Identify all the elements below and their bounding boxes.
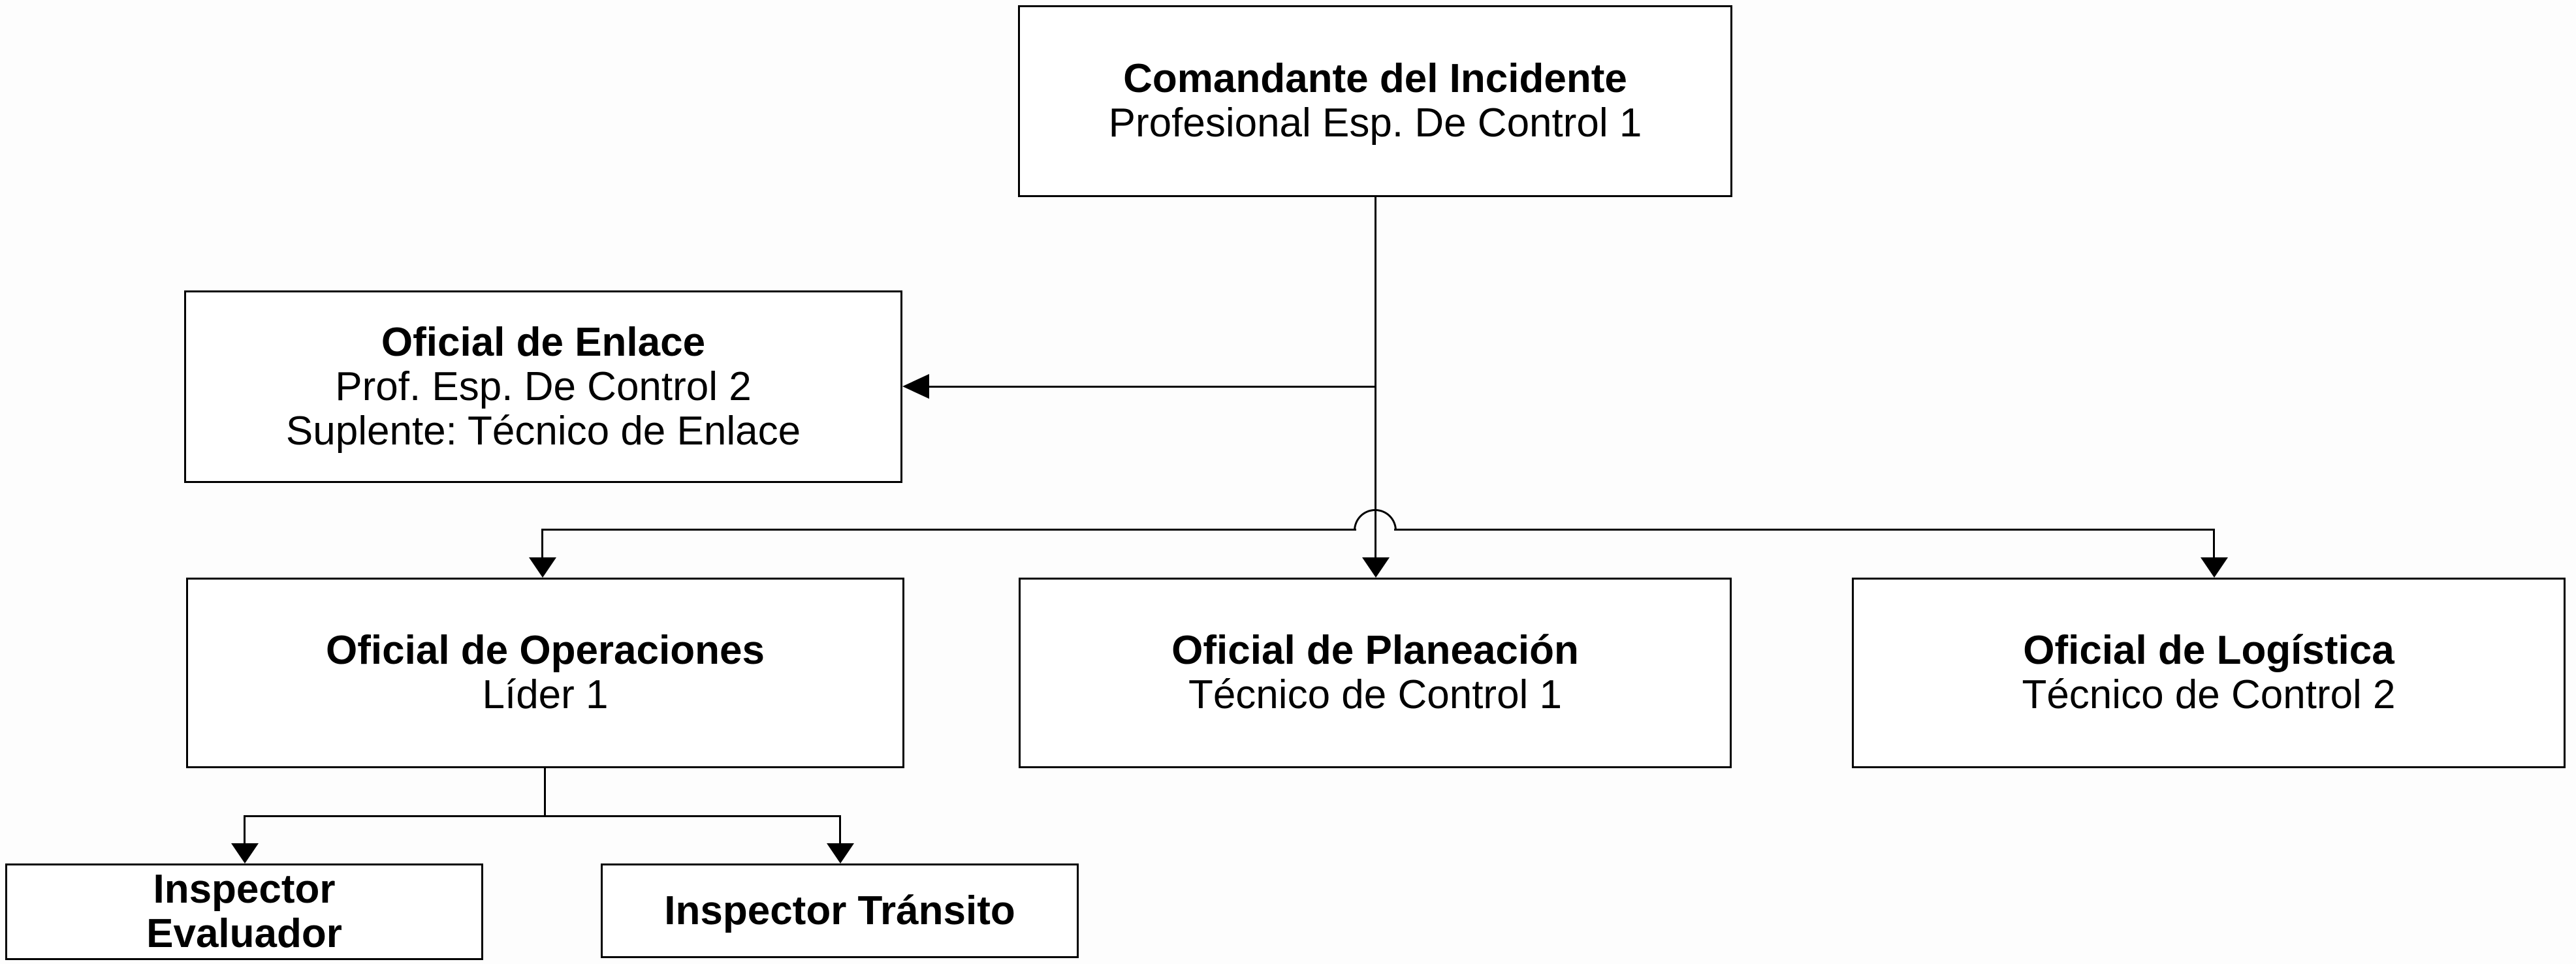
node-title: Inspector Tránsito bbox=[664, 888, 1015, 933]
line-hop-arc bbox=[1354, 509, 1397, 531]
node-title-line2: Evaluador bbox=[146, 911, 342, 956]
node-oficial-de-logistica: Oficial de Logística Técnico de Control … bbox=[1852, 578, 2566, 768]
connector-comandante-trunk-line bbox=[1375, 197, 1376, 559]
arrow-down-icon bbox=[529, 557, 556, 578]
connector-level1-right-line bbox=[1394, 529, 2215, 531]
arrow-down-icon bbox=[2201, 557, 2228, 578]
arrow-down-icon bbox=[827, 843, 854, 863]
node-comandante-del-incidente: Comandante del Incidente Profesional Esp… bbox=[1018, 5, 1732, 197]
node-role: Técnico de Control 2 bbox=[2022, 672, 2396, 717]
node-role: Líder 1 bbox=[482, 672, 609, 717]
node-title-line1: Inspector bbox=[153, 867, 336, 912]
connector-level1-left-line bbox=[541, 529, 1356, 531]
node-title: Oficial de Logística bbox=[2023, 628, 2394, 673]
node-note: Suplente: Técnico de Enlace bbox=[285, 408, 801, 454]
node-inspector-evaluador: Inspector Evaluador bbox=[5, 863, 483, 960]
node-role: Técnico de Control 1 bbox=[1188, 672, 1563, 717]
connector-logistica-drop-line bbox=[2213, 529, 2215, 559]
node-title: Oficial de Planeación bbox=[1171, 628, 1579, 673]
node-oficial-de-enlace: Oficial de Enlace Prof. Esp. De Control … bbox=[184, 290, 902, 483]
arrow-down-icon bbox=[231, 843, 259, 863]
arrow-down-icon bbox=[1362, 557, 1390, 578]
node-title: Comandante del Incidente bbox=[1123, 56, 1627, 101]
arrow-left-icon bbox=[902, 374, 929, 399]
connector-inspector-evaluador-drop-line bbox=[244, 815, 246, 845]
connector-enlace-line bbox=[927, 386, 1376, 388]
node-inspector-transito: Inspector Tránsito bbox=[601, 863, 1079, 958]
node-title: Oficial de Operaciones bbox=[326, 628, 765, 673]
node-role: Prof. Esp. De Control 2 bbox=[335, 364, 752, 409]
node-role: Profesional Esp. De Control 1 bbox=[1108, 101, 1642, 146]
node-oficial-de-planeacion: Oficial de Planeación Técnico de Control… bbox=[1019, 578, 1732, 768]
connector-operaciones-drop-line bbox=[541, 529, 543, 559]
connector-inspector-transito-drop-line bbox=[839, 815, 841, 845]
connector-level2-line bbox=[244, 815, 841, 817]
node-oficial-de-operaciones: Oficial de Operaciones Líder 1 bbox=[186, 578, 904, 768]
connector-operaciones-trunk-line bbox=[544, 768, 546, 817]
node-title: Oficial de Enlace bbox=[381, 319, 706, 365]
